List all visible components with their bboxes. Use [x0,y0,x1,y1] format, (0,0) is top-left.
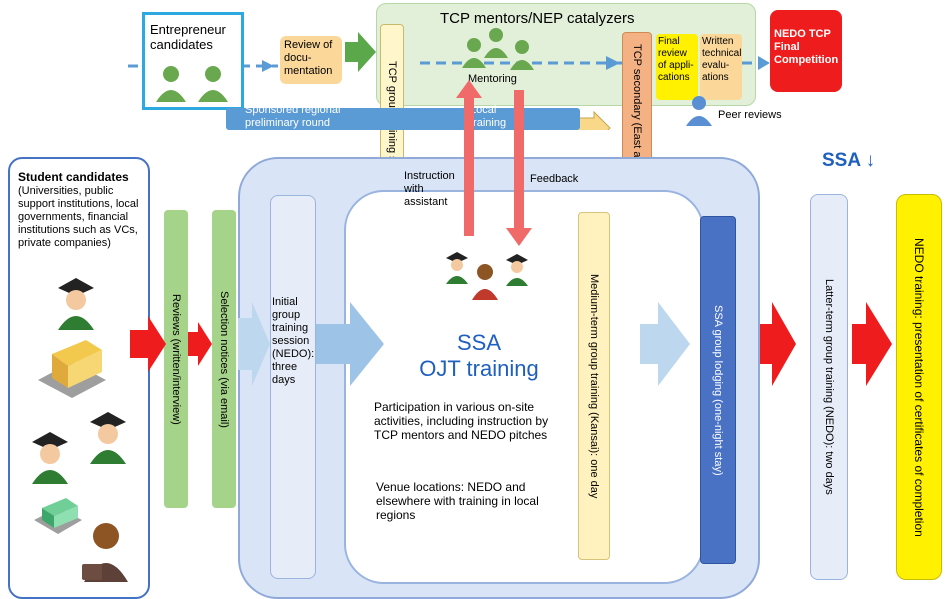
sponsored-bar [226,108,580,130]
selection-notices-bar: Selection notices (via email) [212,210,236,508]
graduate-icon [446,252,468,284]
initial-training-box [270,195,316,579]
nedo-final-competition: NEDO TCP Final Competition [770,10,842,92]
graduate-icon [32,432,68,484]
person-icon [462,38,486,68]
building-icon [34,498,82,534]
person-icon [510,40,534,70]
mentors-label: TCP mentors/NEP catalyzers [440,10,635,27]
businessman-icon [472,264,498,300]
written-evaluations-box: Written technical evalu-ations [700,34,742,100]
graduate-icon [506,254,528,286]
businessman-icon [82,523,128,582]
person-icon [484,28,508,58]
student-candidates-title: Student candidates [18,170,129,184]
initial-training-label: Initial group training session (NEDO): t… [272,296,315,386]
student-candidates-desc: (Universities, public support institutio… [18,185,139,249]
building-icon [38,340,106,398]
ssa-label: SSA ↓ [822,150,876,171]
person-icon [198,66,228,102]
participation-text: Participation in various on-site activit… [374,400,549,442]
instruction-label: Instruction with assistant [404,170,455,208]
mentoring-label: Mentoring [468,73,517,85]
venue-text: Venue locations: NEDO and elsewhere with… [376,480,539,522]
peer-reviews-label: Peer reviews [718,109,782,121]
ojt-title: OJT training [419,356,539,381]
graduate-icon [58,278,94,330]
ssa-lodging-bar: SSA group lodging (one-night stay) [700,216,736,564]
sponsored-label: Sponsored regional preliminary round [245,104,341,129]
person-icon [156,66,186,102]
latter-term-bar: Latter-term group training (NEDO): two d… [810,194,848,580]
feedback-label: Feedback [530,173,579,185]
reviews-bar: Reviews (written/interview) [164,210,188,508]
entrepreneur-label: Entrepreneur candidates [150,22,226,52]
entrepreneur-box [142,12,244,110]
ssa-ojt-title: SSA OJT training [404,330,554,382]
medium-term-bar: Medium-term group training (Kansai): one… [578,212,610,560]
nedo-training-bar: NEDO training: presentation of certifica… [896,194,942,580]
review-documentation-box: Review of docu-mentation [280,36,342,84]
person-icon [686,96,712,126]
ojt-panel [344,190,704,584]
graduate-icon [90,412,126,464]
final-review-box: Final review of appli-cations [656,34,698,100]
ssa-title: SSA [456,330,502,355]
local-training-label: Local training [470,104,507,129]
